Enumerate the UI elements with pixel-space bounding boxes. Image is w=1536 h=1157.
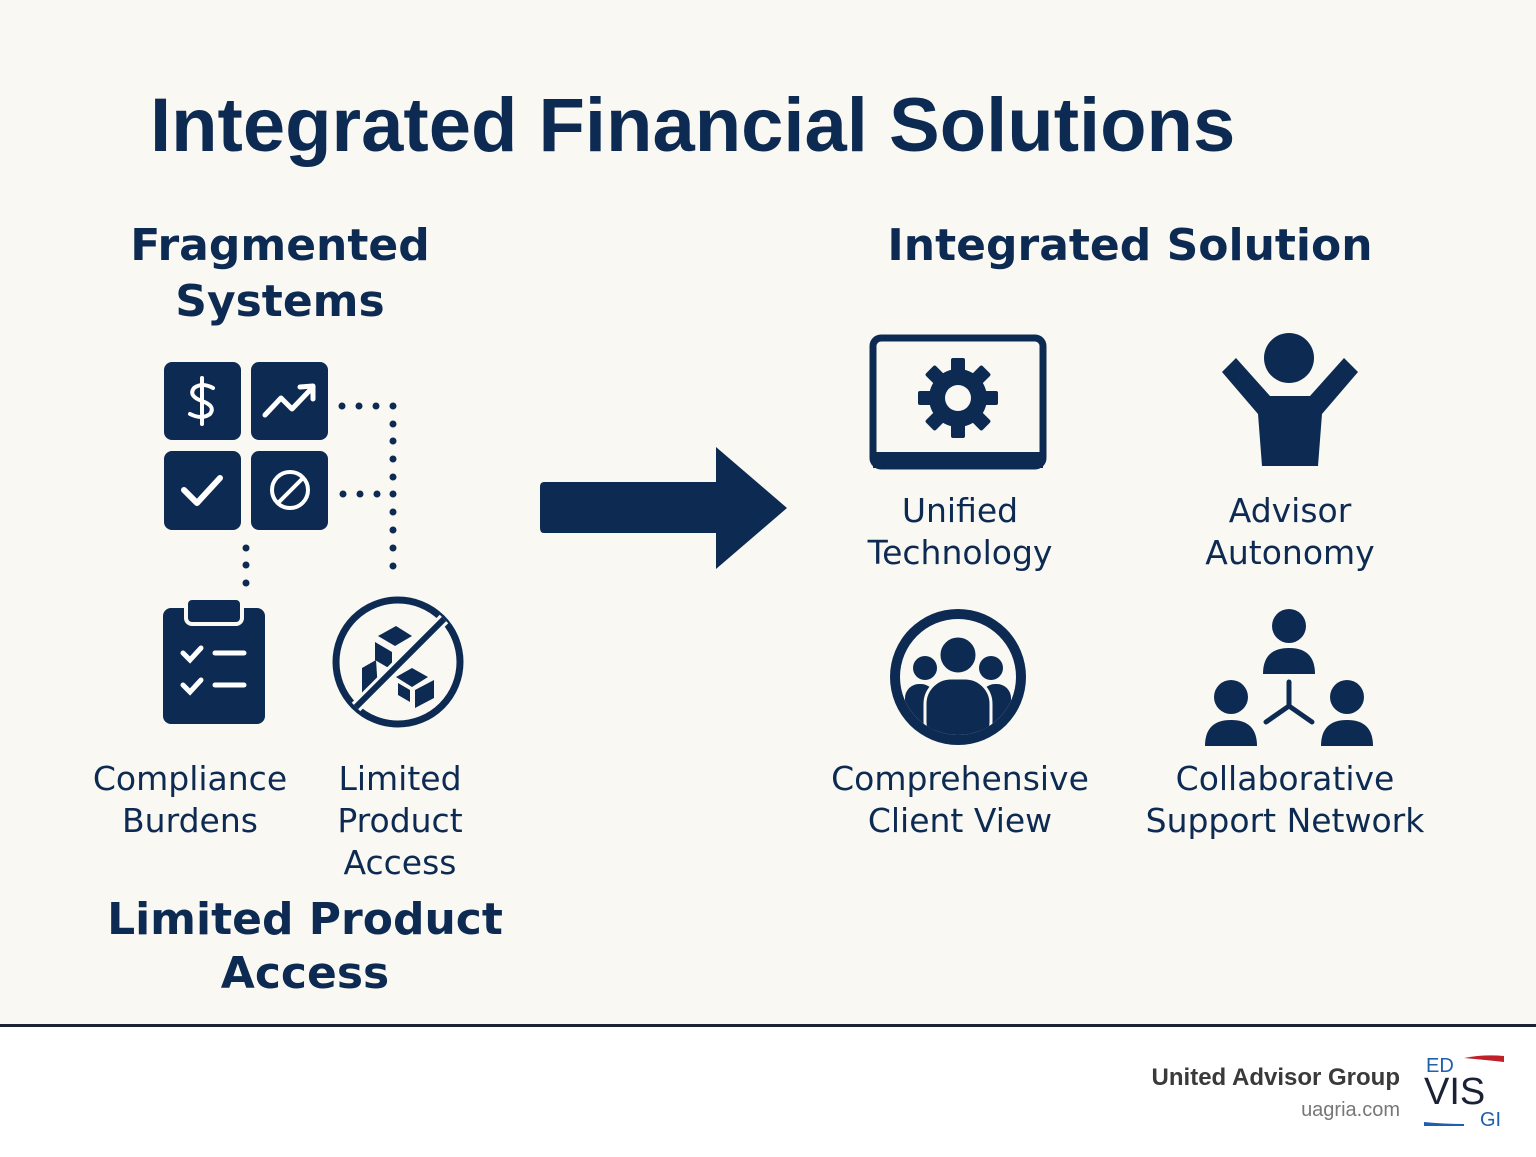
network-people-icon (1205, 609, 1373, 746)
person-raised-arms-icon (1222, 333, 1358, 466)
check-icon (181, 475, 223, 506)
dotted-connectors (242, 402, 397, 587)
advisor-autonomy-label: Advisor Autonomy (1150, 490, 1430, 574)
compliance-burdens-label: Compliance Burdens (80, 758, 300, 842)
fragmented-heading: Fragmented Systems (80, 218, 480, 330)
label-line: Technology (867, 533, 1053, 572)
fragmented-tiles (163, 362, 464, 728)
label-line: Collaborative (1175, 759, 1395, 798)
heading-line: Limited Product (107, 894, 503, 945)
group-circle-icon (890, 609, 1026, 745)
label-line: Client View (867, 801, 1053, 840)
comprehensive-client-view-label: Comprehensive Client View (800, 758, 1120, 842)
label-line: Unified (901, 491, 1019, 530)
arrow-right-icon (540, 447, 787, 569)
label-line: Access (343, 843, 457, 882)
monitor-gear-icon (869, 334, 1047, 470)
label-line: Product (337, 801, 463, 840)
heading-line: Fragmented (130, 220, 430, 271)
prohibited-icon (270, 470, 310, 510)
label-line: Autonomy (1205, 533, 1375, 572)
label-line: Limited (338, 759, 462, 798)
right-icons (869, 333, 1373, 746)
label-line: Comprehensive (831, 759, 1089, 798)
limited-product-access-label: Limited Product Access (300, 758, 500, 884)
heading-line: Systems (175, 276, 385, 327)
no-products-icon (332, 596, 464, 728)
limited-product-access-footer: Limited Product Access (60, 893, 550, 1001)
svg-text:VIS: VIS (1424, 1071, 1485, 1113)
svg-text:GI: GI (1480, 1109, 1501, 1131)
label-line: Support Network (1145, 801, 1425, 840)
collaborative-support-network-label: Collaborative Support Network (1110, 758, 1460, 842)
label-line: Compliance (92, 759, 288, 798)
integrated-solution-heading: Integrated Solution (887, 220, 1373, 271)
clipboard-checklist-icon (163, 596, 265, 724)
brand-url[interactable]: uagria.com (1301, 1099, 1400, 1121)
trend-up-icon (262, 383, 316, 418)
label-line: Advisor (1228, 491, 1352, 530)
footer (0, 1024, 1536, 1157)
label-line: Burdens (122, 801, 258, 840)
unified-technology-label: Unified Technology (820, 490, 1100, 574)
svg-text:ED: ED (1426, 1055, 1454, 1077)
dollar-icon (188, 376, 215, 426)
heading-line: Access (220, 948, 390, 999)
company-logo: ED VIS GI (1424, 1055, 1504, 1131)
page-title: Integrated Financial Solutions (150, 83, 1236, 168)
brand-name: United Advisor Group (1151, 1064, 1400, 1091)
